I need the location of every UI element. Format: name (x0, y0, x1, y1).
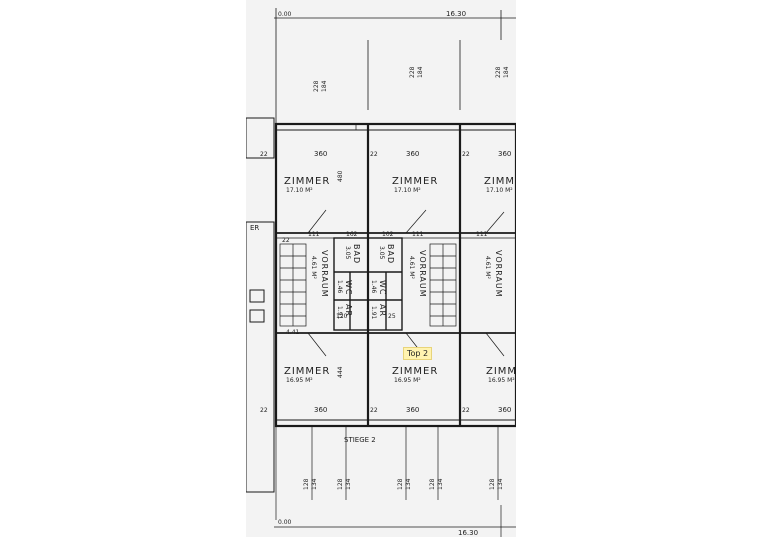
top-dim-b3: 184 (503, 66, 510, 78)
bottom-origin-label: 0.00 (278, 519, 292, 526)
room-width-2: 360 (406, 150, 419, 158)
bottom-dimension-lines (274, 426, 516, 537)
area-ar-1: 1.91 (336, 306, 343, 320)
area-lower-3: 16.95 M² (488, 377, 515, 384)
left-neighbour-walls (246, 117, 275, 493)
wall-dim-2: 22 (370, 151, 378, 158)
area-wc-2: 1.46 (370, 280, 377, 294)
bottom-dim-a4: 128 (429, 478, 436, 490)
stair-label: STIEGE 2 (344, 436, 376, 444)
room-vorraum-3: VORRAUM (494, 250, 503, 298)
wall-dim-4: 22 (260, 407, 268, 414)
cell-dim-a: 162 (346, 231, 358, 238)
area-ar-2: 1.91 (370, 306, 377, 320)
area-upper-3: 17.10 M² (486, 187, 513, 194)
top-total-label: 16.30 (446, 10, 466, 18)
bottom-dim-a5: 128 (489, 478, 496, 490)
top-dim-b1: 184 (321, 80, 328, 92)
door-swings (307, 124, 505, 357)
cell-dim-b: 102 (382, 231, 394, 238)
room-zimmer-upper-2: ZIMMER (392, 176, 438, 187)
wall-dim-3: 22 (462, 151, 470, 158)
room-width-5: 360 (406, 406, 419, 414)
room-bad-2: BAD (386, 244, 395, 264)
room-ar-2: AR (378, 304, 387, 317)
room-width-3: 360 (498, 150, 511, 158)
room-zimmer-upper-3: ZIMMER (484, 176, 516, 187)
area-vorraum-3: 4.61 M² (484, 256, 491, 279)
room-zimmer-lower-2: ZIMMER (392, 366, 438, 377)
area-vorraum-2: 4.61 M² (408, 256, 415, 279)
room-vorraum-1: VORRAUM (320, 250, 329, 298)
area-vorraum-1: 4.61 M² (310, 256, 317, 279)
bottom-dim-a2: 128 (337, 478, 344, 490)
top-dim-a1: 228 (313, 80, 320, 92)
room-bad-1: BAD (352, 244, 361, 264)
room-width-6: 360 (498, 406, 511, 414)
area-bad-1: 3.05 (344, 246, 351, 260)
room-zimmer-lower-3: ZIMMER (486, 366, 516, 377)
stair-dim-2: 111 (308, 231, 320, 238)
top-2-badge: Top 2 (403, 347, 433, 360)
left-height-dim: 480 (337, 170, 344, 182)
area-small-left: 4.41 (286, 329, 300, 336)
bottom-dim-a1: 128 (303, 478, 310, 490)
area-lower-1: 16.95 M² (286, 377, 313, 384)
floor-plan: 0.00 16.30 228 184 228 184 228 184 ER (246, 0, 516, 537)
floor-plan-drawing: 0.00 16.30 228 184 228 184 228 184 ER (246, 8, 516, 537)
room-zimmer-lower-1: ZIMMER (284, 366, 330, 377)
area-wc-1: 1.46 (336, 280, 343, 294)
top-dim-a2: 228 (409, 66, 416, 78)
wall-dim-6: 22 (462, 407, 470, 414)
stair-middle (429, 243, 457, 327)
room-wc-2: WC (378, 280, 387, 296)
left-h2-dim: 444 (337, 366, 344, 378)
small-dim-b: 25 (388, 313, 396, 320)
small-dim-a: 120 (336, 313, 348, 320)
bottom-dim-b1: 134 (311, 478, 318, 490)
room-wc-1: WC (344, 280, 353, 296)
stair-dim-4: 111 (476, 231, 488, 238)
bottom-total-label: 16.30 (458, 529, 478, 537)
stair-left (279, 243, 307, 327)
bottom-dim-b3: 134 (405, 478, 412, 490)
area-upper-2: 17.10 M² (394, 187, 421, 194)
room-vorraum-2: VORRAUM (418, 250, 427, 298)
top-dim-b2: 184 (417, 66, 424, 78)
room-zimmer-upper-1: ZIMMER (284, 176, 330, 187)
wall-dim-5: 22 (370, 407, 378, 414)
stair-dim-3: 111 (412, 231, 424, 238)
top-dim-a3: 228 (495, 66, 502, 78)
area-upper-1: 17.10 M² (286, 187, 313, 194)
bottom-dim-b2: 134 (345, 478, 352, 490)
bottom-dim-b5: 134 (497, 478, 504, 490)
core-walls (333, 237, 403, 331)
bottom-dim-a3: 128 (397, 478, 404, 490)
room-ar-1: AR (344, 304, 353, 317)
neighbour-er-label: ER (250, 224, 259, 232)
room-width-1: 360 (314, 150, 327, 158)
area-bad-2: 3.05 (378, 246, 385, 260)
stair-dim-1: 22 (282, 237, 290, 244)
bottom-dim-b4: 134 (437, 478, 444, 490)
top-origin-label: 0.00 (278, 11, 292, 18)
wall-dim-1: 22 (260, 151, 268, 158)
room-width-4: 360 (314, 406, 327, 414)
area-lower-2: 16.95 M² (394, 377, 421, 384)
